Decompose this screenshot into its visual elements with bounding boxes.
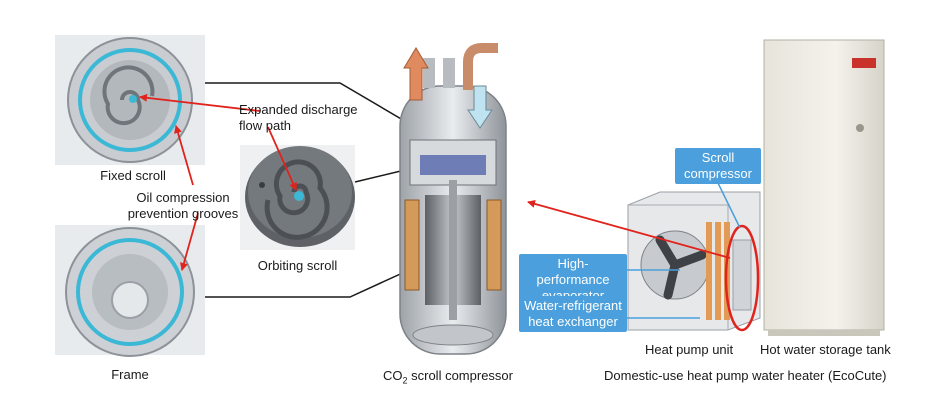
- red-arrows: [139, 93, 731, 271]
- storage-tank-image: [763, 39, 885, 336]
- evaporator-line1: High-performance: [536, 256, 610, 287]
- co2-compressor-label: CO2 scroll compressor: [383, 368, 513, 389]
- oil-grooves-line1: Oil compression: [136, 190, 230, 205]
- oil-grooves-label: Oil compression prevention grooves: [118, 190, 248, 222]
- discharge-line2: flow path: [239, 118, 292, 133]
- storage-tank-label: Hot water storage tank: [760, 342, 891, 357]
- oil-grooves-line2: prevention grooves: [127, 206, 239, 221]
- suction-arrow-icon: [467, 85, 493, 129]
- scroll-compressor-callout: Scroll compressor: [675, 148, 761, 184]
- exchanger-callout: Water-refrigerant heat exchanger: [519, 296, 627, 332]
- exchanger-line2: heat exchanger: [528, 314, 618, 329]
- frame-image: [55, 225, 205, 357]
- co2-compressor-image: [399, 43, 507, 355]
- co2-subscript: 2: [402, 375, 408, 386]
- orbiting-scroll-image: [240, 145, 355, 250]
- scroll-compressor-line1: Scroll: [701, 150, 735, 165]
- fixed-scroll-label: Fixed scroll: [100, 168, 166, 183]
- heat-pump-unit-label: Heat pump unit: [645, 342, 734, 357]
- discharge-flow-label: Expanded discharge flow path: [239, 102, 358, 134]
- scroll-compressor-highlight: [724, 224, 760, 332]
- discharge-arrow-icon: [403, 47, 429, 101]
- system-caption: Domestic-use heat pump water heater (Eco…: [604, 368, 887, 383]
- heat-pump-unit-image: [627, 191, 761, 331]
- orbiting-scroll-label: Orbiting scroll: [257, 258, 338, 273]
- callout-leaders: [627, 182, 741, 319]
- discharge-line1: Expanded discharge: [239, 102, 358, 117]
- exchanger-line1: Water-refrigerant: [524, 298, 622, 313]
- frame-label: Frame: [111, 367, 149, 382]
- scroll-compressor-line2: compressor: [684, 166, 752, 181]
- connector-lines: [205, 82, 421, 298]
- co2-suffix: scroll compressor: [407, 368, 513, 383]
- fixed-scroll-image: [55, 35, 205, 165]
- co2-prefix: CO: [383, 368, 403, 383]
